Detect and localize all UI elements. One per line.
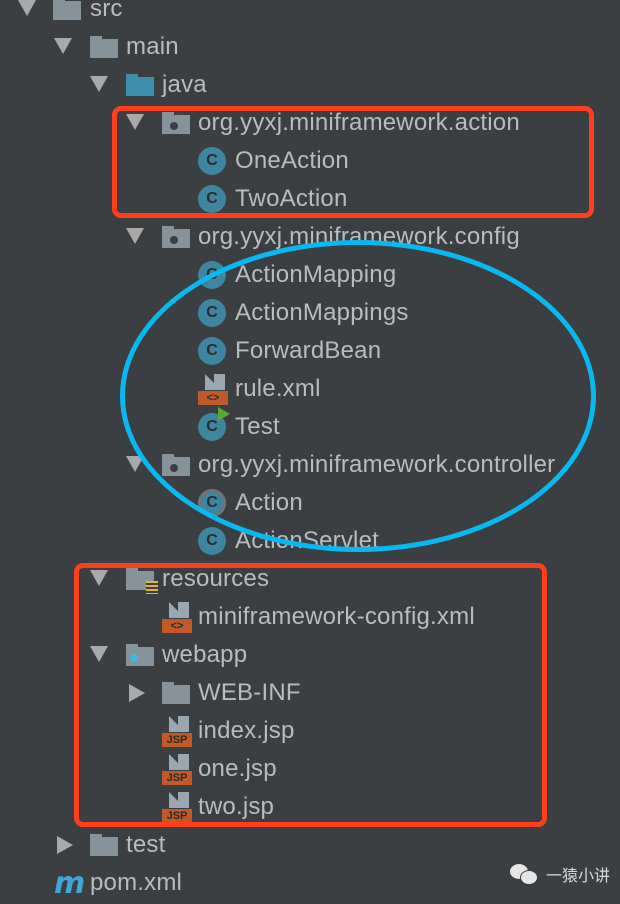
expand-arrow-icon[interactable]: [126, 456, 144, 472]
jsp-file-icon: JSP: [162, 792, 192, 824]
xml-file-icon: <>: [162, 602, 192, 634]
tree-item-src[interactable]: src: [0, 0, 620, 28]
expand-arrow-icon[interactable]: [90, 76, 108, 92]
package-icon: [162, 112, 190, 134]
tree-item-label: org.yyxj.miniframework.action: [198, 109, 520, 136]
tree-item-label: pom.xml: [90, 869, 183, 896]
jsp-file-icon: JSP: [162, 754, 192, 786]
jsp-file-icon: JSP: [162, 716, 192, 748]
folder-icon: [53, 0, 81, 20]
resources-folder-icon: [126, 568, 158, 594]
tree-item-two-jsp[interactable]: JSP two.jsp: [0, 788, 620, 826]
tree-item-label: WEB-INF: [198, 679, 301, 706]
highlight-box-action-package: [112, 106, 594, 218]
collapse-arrow-icon[interactable]: [57, 836, 73, 854]
tree-item-java[interactable]: java: [0, 66, 620, 104]
tree-item-label: index.jsp: [198, 717, 295, 744]
package-icon: [162, 226, 190, 248]
web-folder-icon: [126, 644, 154, 666]
tree-item-label: java: [162, 71, 207, 98]
expand-arrow-icon[interactable]: [126, 228, 144, 244]
wechat-icon: [510, 862, 540, 886]
collapse-arrow-icon[interactable]: [129, 684, 145, 702]
tree-item-label: src: [90, 0, 123, 22]
source-folder-icon: [126, 74, 154, 96]
expand-arrow-icon[interactable]: [18, 0, 36, 16]
highlight-box-resources-webapp: [74, 563, 547, 827]
expand-arrow-icon[interactable]: [90, 570, 108, 586]
class-icon: C: [198, 147, 226, 175]
tree-item-webapp[interactable]: webapp: [0, 636, 620, 674]
class-icon: C: [198, 527, 226, 555]
tree-item-web-inf[interactable]: WEB-INF: [0, 674, 620, 712]
watermark: 一猿小讲: [510, 862, 610, 886]
tree-item-label: webapp: [162, 641, 248, 668]
tree-item-label: miniframework-config.xml: [198, 603, 475, 630]
tree-item-pom-xml[interactable]: m pom.xml: [0, 864, 620, 902]
tree-item-label: test: [126, 831, 166, 858]
expand-arrow-icon[interactable]: [126, 114, 144, 130]
class-icon: C: [198, 185, 226, 213]
tree-item-label: main: [126, 33, 179, 60]
watermark-text: 一猿小讲: [546, 866, 611, 885]
maven-icon: m: [54, 865, 86, 901]
tree-item-oneaction[interactable]: C OneAction: [0, 142, 620, 180]
tree-item-package-action[interactable]: org.yyxj.miniframework.action: [0, 104, 620, 142]
expand-arrow-icon[interactable]: [54, 38, 72, 54]
tree-item-twoaction[interactable]: C TwoAction: [0, 180, 620, 218]
tree-item-label: one.jsp: [198, 755, 277, 782]
tree-item-main[interactable]: main: [0, 28, 620, 66]
tree-item-label: OneAction: [235, 147, 349, 174]
tree-item-test-folder[interactable]: test: [0, 826, 620, 864]
tree-item-index-jsp[interactable]: JSP index.jsp: [0, 712, 620, 750]
folder-icon: [162, 682, 190, 704]
tree-item-one-jsp[interactable]: JSP one.jsp: [0, 750, 620, 788]
tree-item-resources[interactable]: resources: [0, 560, 620, 598]
folder-icon: [90, 834, 118, 856]
highlight-ellipse-config-package: [120, 240, 596, 552]
tree-item-miniframework-config-xml[interactable]: <> miniframework-config.xml: [0, 598, 620, 636]
tree-item-label: resources: [162, 565, 270, 592]
tree-item-label: TwoAction: [235, 185, 348, 212]
folder-icon: [90, 36, 118, 58]
tree-item-label: two.jsp: [198, 793, 275, 820]
tree-item-package-config[interactable]: org.yyxj.miniframework.config: [0, 218, 620, 256]
expand-arrow-icon[interactable]: [90, 646, 108, 662]
